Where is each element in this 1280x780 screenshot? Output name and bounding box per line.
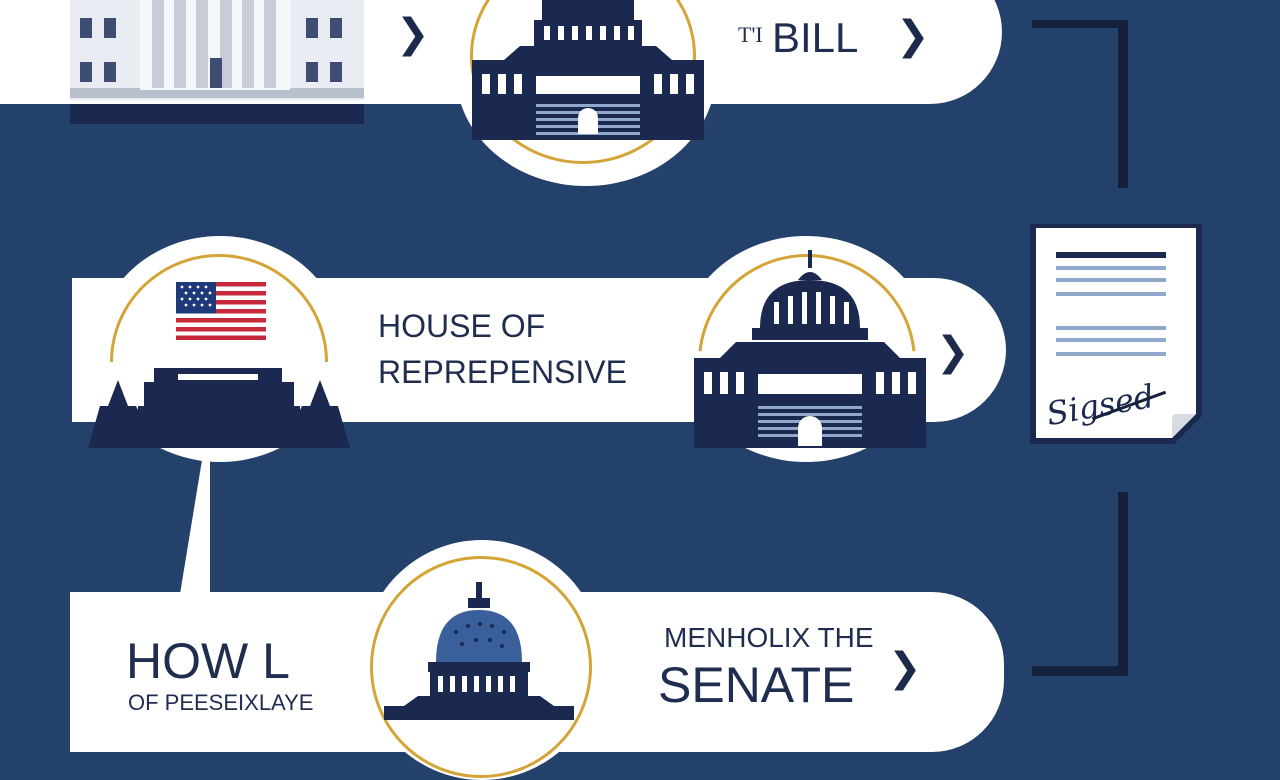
chevron-right-icon: ❯ bbox=[888, 646, 922, 690]
house-building-icon bbox=[88, 368, 350, 448]
chevron-right-icon: ❯ bbox=[936, 330, 970, 374]
house-title-line2: REPREPENSIVE bbox=[378, 354, 627, 390]
flow-connector bbox=[1118, 492, 1128, 676]
capitol-dome-icon bbox=[472, 0, 704, 140]
chevron-right-icon: ❯ bbox=[396, 12, 430, 56]
how-bill-title: HOW L bbox=[126, 633, 290, 689]
flow-connector bbox=[1032, 20, 1128, 28]
chevron-right-icon: ❯ bbox=[896, 14, 930, 58]
senate-label: SENATE bbox=[658, 657, 855, 713]
senate-caption: MENHOLIX THE bbox=[664, 622, 874, 653]
capitol-dome-icon bbox=[694, 250, 926, 448]
us-flag-icon bbox=[176, 282, 266, 340]
flow-connector bbox=[180, 460, 210, 594]
flow-connector bbox=[1032, 666, 1128, 676]
bill-prefix: T'I bbox=[738, 22, 763, 47]
signed-document-icon bbox=[1030, 224, 1202, 444]
house-title-line1: HOUSE OF bbox=[378, 308, 546, 344]
capitol-dome-icon bbox=[384, 582, 574, 720]
bill-label: BILL bbox=[772, 14, 859, 61]
how-bill-subtitle: OF PEESEIXLAYE bbox=[128, 690, 314, 715]
white-house-icon bbox=[70, 0, 364, 124]
flow-connector bbox=[1118, 20, 1128, 188]
